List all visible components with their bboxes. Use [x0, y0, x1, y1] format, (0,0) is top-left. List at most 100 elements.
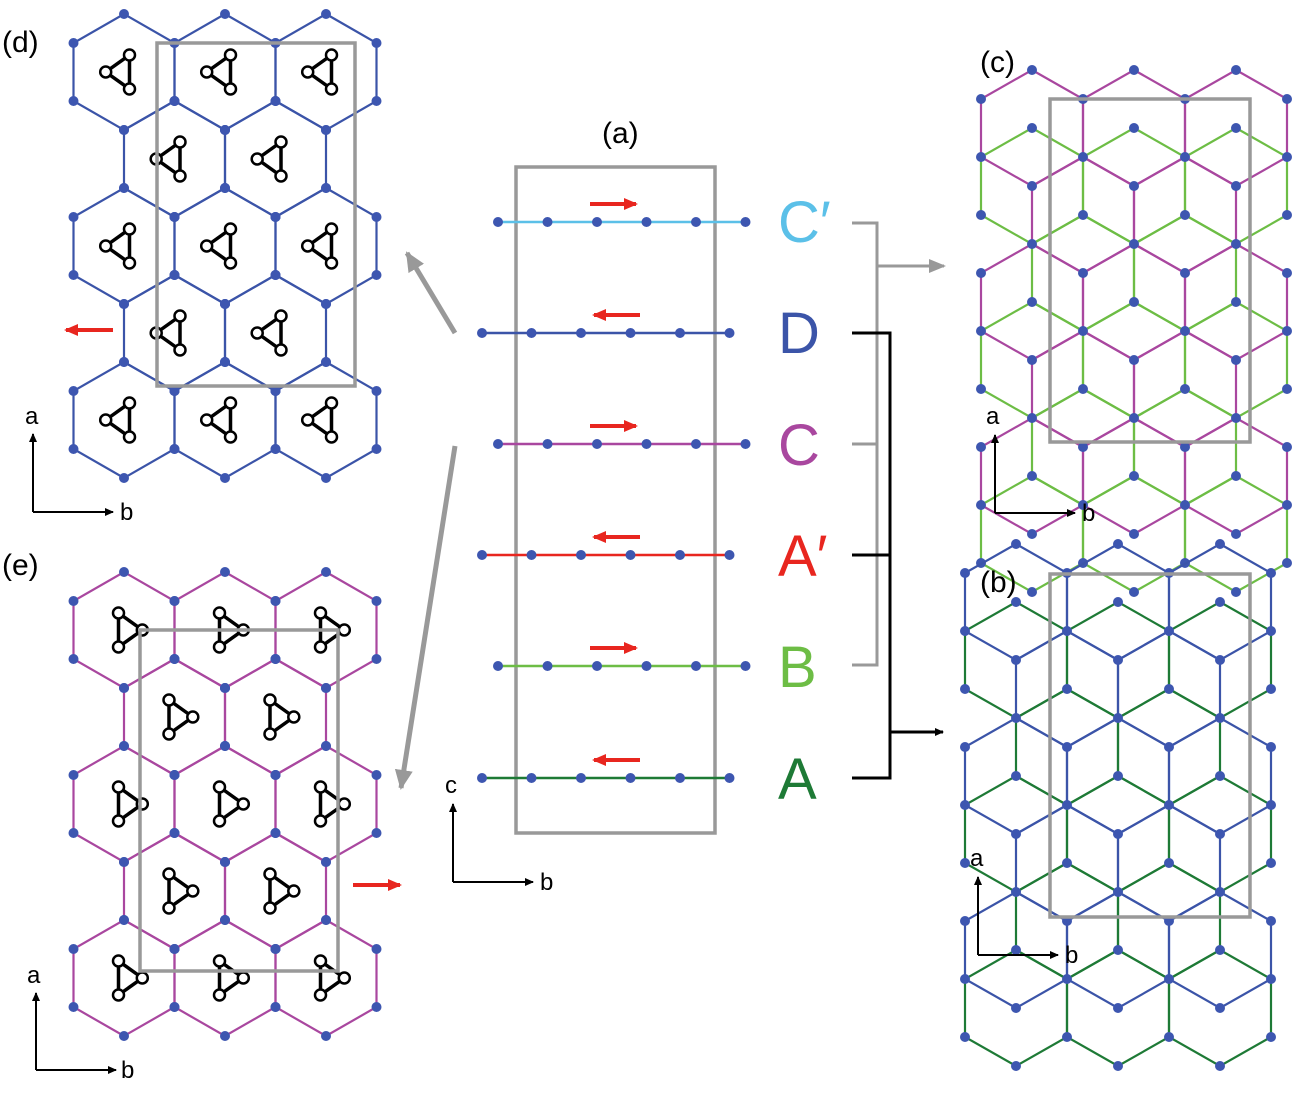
atom: [1027, 65, 1037, 75]
atom: [477, 550, 487, 560]
molecule-triangle: [167, 696, 196, 738]
molecule-atom: [111, 954, 126, 968]
atom: [68, 770, 79, 780]
panel-c-axis-a: a: [986, 403, 1000, 430]
panel-e: (e) a b: [2, 549, 402, 1084]
molecule-triangle: [304, 399, 334, 441]
atom: [724, 550, 735, 560]
atom: [1027, 239, 1037, 249]
atom: [740, 661, 751, 671]
atom: [321, 357, 331, 367]
molecule-atom: [111, 640, 126, 654]
atom: [477, 328, 487, 338]
atom: [321, 299, 331, 309]
molecule-atom: [223, 48, 238, 62]
hex-cell: [122, 273, 227, 393]
atom: [1011, 539, 1021, 549]
molecule-atom: [236, 797, 251, 811]
atom: [270, 770, 281, 780]
layer-chain-1: [477, 309, 735, 338]
panel-e-unit-cell: [138, 628, 340, 973]
atom: [592, 661, 602, 671]
panel-b: (b) a b: [960, 539, 1276, 1071]
molecule-atom: [223, 222, 238, 236]
molecule-atom: [324, 82, 339, 96]
atom: [220, 683, 230, 693]
atom: [1129, 355, 1139, 365]
atom: [542, 661, 553, 671]
panel-c-axis-b: b: [1082, 500, 1095, 527]
panel-b-label: (b): [980, 566, 1017, 599]
atom: [1266, 858, 1276, 868]
atom: [592, 439, 602, 449]
molecule-atom: [122, 396, 137, 410]
panel-c-lattice: [976, 65, 1292, 597]
atom: [169, 828, 180, 838]
atom: [321, 741, 331, 751]
molecule-atom: [212, 988, 227, 1002]
molecule-atom: [223, 430, 238, 444]
atom: [1231, 297, 1241, 307]
atom: [119, 683, 129, 693]
molecule-atom: [223, 396, 238, 410]
atom: [1215, 655, 1225, 665]
atom: [960, 742, 970, 752]
atom: [576, 550, 586, 560]
atom: [220, 299, 230, 309]
molecule-triangle: [268, 696, 297, 738]
atom: [119, 183, 129, 193]
atom: [960, 974, 970, 984]
atom: [1215, 887, 1225, 897]
panel-e-molecules: [111, 606, 352, 1002]
molecule-atom: [162, 901, 176, 915]
atom: [1011, 829, 1021, 839]
atom: [976, 210, 986, 220]
atom: [371, 444, 382, 454]
atom: [477, 773, 487, 783]
atom: [1078, 500, 1088, 510]
atom: [675, 328, 685, 338]
atom: [1215, 945, 1225, 955]
atom: [1180, 442, 1190, 452]
atom: [321, 9, 331, 19]
atom: [960, 1032, 970, 1042]
atom: [371, 96, 382, 106]
molecule-atom: [111, 814, 126, 828]
panel-d-unit-cell: [155, 41, 357, 388]
atom: [1062, 684, 1072, 694]
molecule-triangle: [254, 138, 283, 180]
molecule-atom: [122, 48, 137, 62]
atom: [68, 944, 79, 954]
atom: [1164, 626, 1174, 636]
molecule-atom: [337, 623, 352, 637]
atom: [1231, 65, 1241, 75]
panel-a-axis-c: c: [445, 772, 457, 799]
atom: [1231, 529, 1241, 539]
atom: [960, 800, 970, 810]
molecule-triangle: [254, 312, 283, 354]
atom: [542, 439, 553, 449]
panel-c-unit-cell: [1048, 97, 1252, 444]
atom: [740, 439, 751, 449]
atom: [1180, 152, 1190, 162]
molecule-atom: [313, 780, 328, 794]
atom: [1113, 539, 1123, 549]
layer-label-c: C: [778, 413, 820, 478]
atom: [1027, 529, 1037, 539]
atom: [526, 773, 537, 783]
panel-b-unit-cell: [1048, 572, 1252, 919]
molecule-atom: [98, 239, 113, 253]
atom: [220, 567, 230, 577]
panel-b-axis-a: a: [970, 845, 984, 872]
atom: [1129, 471, 1139, 481]
atom: [493, 661, 503, 671]
molecule-atom: [274, 169, 288, 183]
atom: [371, 270, 382, 280]
atom: [1027, 355, 1037, 365]
atom: [1215, 597, 1225, 607]
atom: [1011, 771, 1021, 781]
molecule-triangle: [304, 225, 334, 267]
atom: [119, 9, 129, 19]
molecule-atom: [98, 413, 113, 427]
